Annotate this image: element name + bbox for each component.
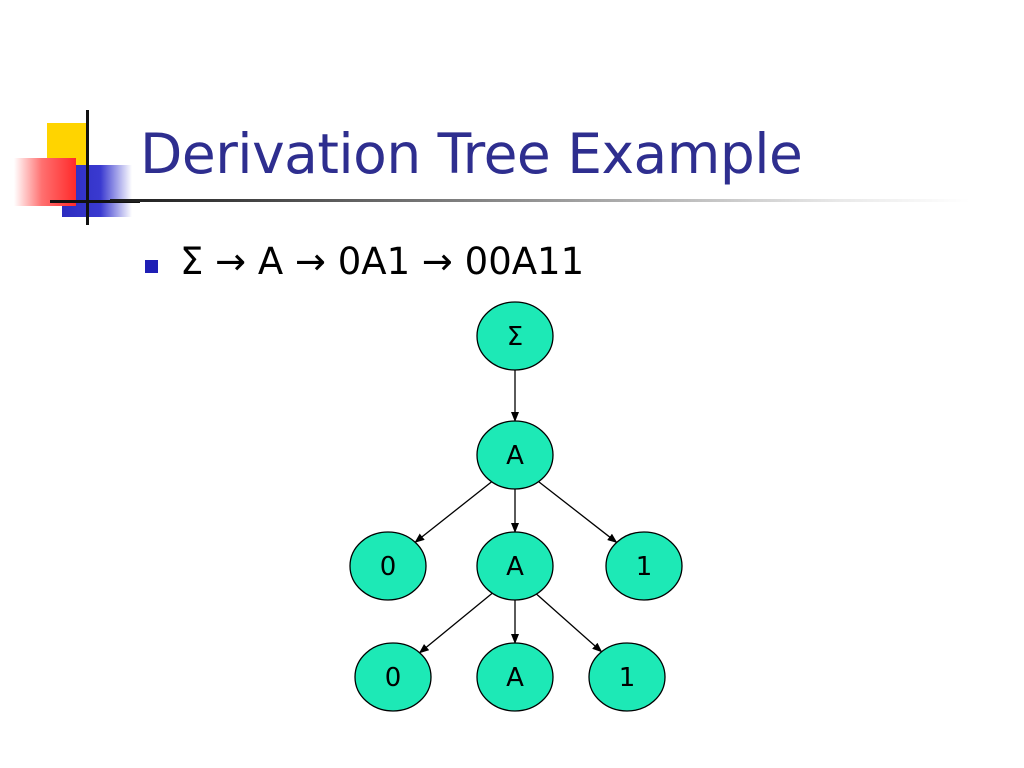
- tree-node-label: 1: [636, 552, 653, 582]
- tree-node-shape: [476, 420, 554, 490]
- derivation-sequence: Σ → A → 0A1 → 00A11: [180, 240, 585, 283]
- bullet-square-icon: [145, 260, 158, 273]
- logo-vertical-line: [86, 110, 89, 225]
- logo-red-square: [14, 158, 76, 206]
- tree-node-one2: 1: [588, 642, 666, 712]
- tree-node-zero1: 0: [349, 531, 427, 601]
- tree-edge-a1-one1: [529, 474, 618, 544]
- tree-node-a3: A: [476, 642, 554, 712]
- tree-edge-a1-zero1: [414, 474, 501, 543]
- title-underline: [110, 199, 970, 202]
- tree-node-shape: [605, 531, 683, 601]
- tree-edge-a2-zero2: [418, 586, 501, 654]
- tree-node-label: A: [506, 663, 524, 693]
- tree-node-a2: A: [476, 531, 554, 601]
- tree-node-shape: [476, 301, 554, 371]
- tree-node-shape: [476, 642, 554, 712]
- tree-node-shape: [354, 642, 432, 712]
- tree-node-shape: [588, 642, 666, 712]
- tree-node-label: Σ: [507, 322, 523, 352]
- tree-node-a1: A: [476, 420, 554, 490]
- tree-node-label: 0: [380, 552, 397, 582]
- tree-node-root: Σ: [476, 301, 554, 371]
- tree-node-label: 1: [619, 663, 636, 693]
- tree-node-label: A: [506, 441, 524, 471]
- tree-node-one1: 1: [605, 531, 683, 601]
- slide-title: Derivation Tree Example: [140, 122, 803, 186]
- tree-edge-a2-one2: [528, 587, 603, 653]
- slide-logo-decoration: [0, 0, 140, 235]
- logo-horizontal-line: [50, 200, 140, 203]
- tree-node-zero2: 0: [354, 642, 432, 712]
- tree-node-label: A: [506, 552, 524, 582]
- tree-node-label: 0: [385, 663, 402, 693]
- tree-node-shape: [476, 531, 554, 601]
- tree-node-shape: [349, 531, 427, 601]
